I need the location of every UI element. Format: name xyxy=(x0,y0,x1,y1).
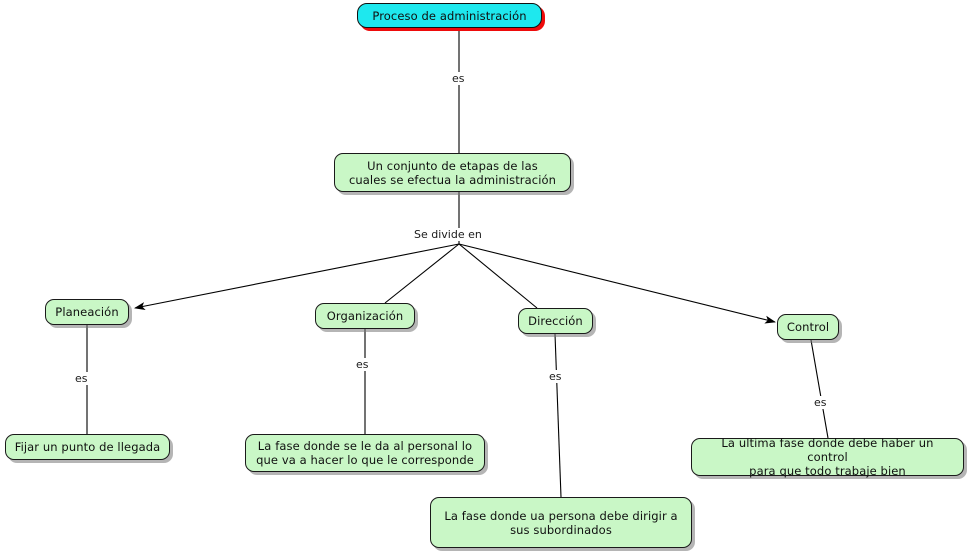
node-label-fijar: Fijar un punto de llegada xyxy=(14,440,161,454)
edge-label-organizacion-fase: es xyxy=(353,358,372,371)
node-label-fase-personal: La fase donde se le da al personal lo qu… xyxy=(256,439,474,467)
node-planeacion[interactable]: Planeación xyxy=(45,299,129,325)
node-organizacion[interactable]: Organización xyxy=(315,303,415,329)
edge-control-fase xyxy=(810,339,829,439)
node-fijar[interactable]: Fijar un punto de llegada xyxy=(5,434,170,460)
edge-fan-direccion xyxy=(458,243,538,309)
edge-paths xyxy=(86,28,829,498)
edge-fan-control xyxy=(458,243,776,324)
edge-label-root-definicion: es xyxy=(449,72,468,85)
edge-label-direccion-fase: es xyxy=(546,370,565,383)
edge-label-definicion-fan: Se divide en xyxy=(411,228,485,241)
node-root[interactable]: Proceso de administración xyxy=(357,3,542,28)
node-label-direccion: Dirección xyxy=(528,314,583,328)
node-control[interactable]: Control xyxy=(777,314,839,340)
node-fase-control[interactable]: La ultima fase donde debe haber un contr… xyxy=(691,436,964,478)
edge-label-planeacion-fijar: es xyxy=(72,372,91,385)
node-label-fase-control: La ultima fase donde debe haber un contr… xyxy=(721,436,934,478)
edge-label-control-fase: es xyxy=(811,396,830,409)
edge-direccion-fase xyxy=(554,333,562,498)
node-label-definicion: Un conjunto de etapas de las cuales se e… xyxy=(348,158,557,187)
node-direccion[interactable]: Dirección xyxy=(518,308,593,334)
edge-fan-organizacion xyxy=(384,243,460,304)
node-label-root: Proceso de administración xyxy=(372,8,527,23)
node-label-control: Control xyxy=(786,320,830,334)
node-fase-dirigir[interactable]: La fase donde ua persona debe dirigir a … xyxy=(430,497,692,548)
node-definicion[interactable]: Un conjunto de etapas de las cuales se e… xyxy=(334,153,571,192)
node-label-planeacion: Planeación xyxy=(55,305,119,319)
node-fase-personal[interactable]: La fase donde se le da al personal lo qu… xyxy=(245,434,485,472)
node-label-organizacion: Organización xyxy=(326,309,404,323)
edge-fan-planeacion xyxy=(134,243,460,310)
node-label-fase-dirigir: La fase donde ua persona debe dirigir a … xyxy=(444,508,678,537)
